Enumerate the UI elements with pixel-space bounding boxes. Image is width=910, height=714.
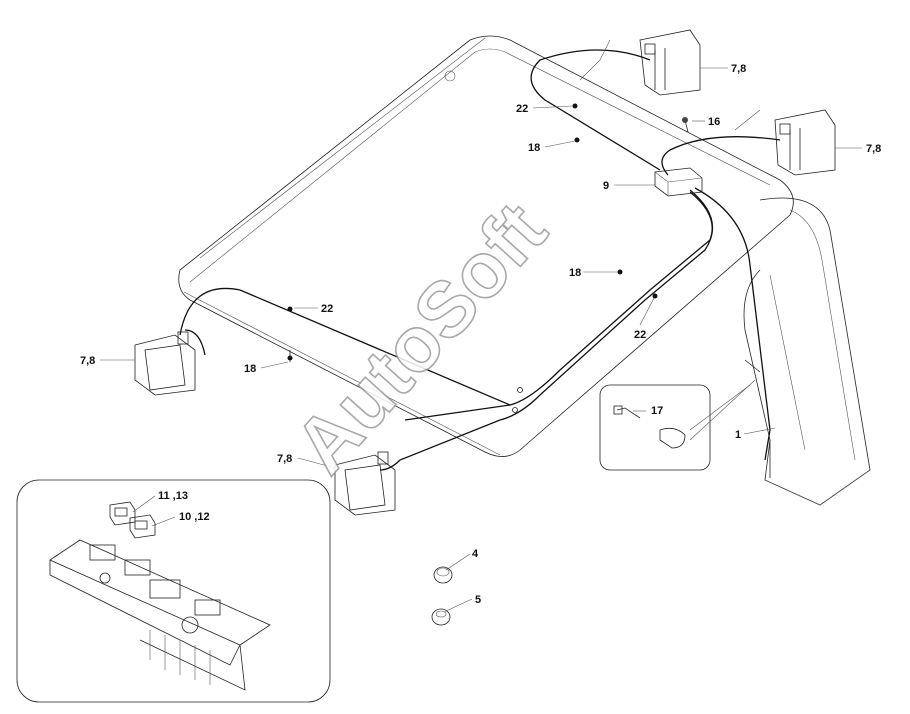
callout-nut-top: 22 — [516, 103, 528, 115]
callout-lamp-left: 7,8 — [80, 355, 95, 367]
callout-clamp-bolt: 17 — [651, 405, 663, 417]
fasteners — [287, 103, 761, 413]
rocker-switch-bottom[interactable] — [129, 514, 156, 539]
callout-nut-left: 22 — [321, 303, 333, 315]
callout-screw-top: 16 — [708, 116, 720, 128]
callout-labels: 7,8 7,8 7,8 7,8 22 18 16 9 18 22 22 18 1… — [80, 63, 881, 606]
leader-lines — [100, 67, 862, 613]
work-lamp-top-right-a[interactable] — [639, 29, 701, 96]
callout-lamp-top-right-b: 7,8 — [866, 143, 881, 155]
callout-lamp-bottom: 7,8 — [277, 453, 292, 465]
cab-roof — [178, 35, 794, 457]
callout-bolt-left: 18 — [244, 363, 256, 375]
plug-4[interactable] — [433, 566, 453, 584]
control-panel-inset — [16, 479, 331, 703]
callout-nut-mid: 22 — [634, 329, 646, 341]
callout-plug-a: 4 — [472, 548, 479, 560]
callout-plug-b: 5 — [475, 594, 481, 606]
clamp-detail-inset — [599, 379, 756, 471]
work-lamp-bottom[interactable] — [334, 451, 396, 516]
callout-bolt-top: 18 — [528, 142, 540, 154]
callout-switch-bottom: 10 ,12 — [179, 511, 210, 523]
callout-bolt-mid: 18 — [569, 267, 581, 279]
callout-switch-top: 11 ,13 — [158, 490, 188, 502]
callout-harness: 1 — [735, 429, 741, 441]
work-lamp-left[interactable] — [134, 331, 196, 396]
rocker-switch-top[interactable] — [109, 501, 136, 526]
wiring-harness — [179, 39, 781, 471]
work-lamp-top-right-b[interactable] — [774, 109, 836, 176]
watermark: AutoSoft — [277, 186, 563, 490]
junction-box[interactable] — [654, 167, 703, 197]
plug-5[interactable] — [431, 608, 451, 626]
callout-lamp-top-right-a: 7,8 — [731, 63, 746, 75]
cab-pillar — [743, 197, 871, 506]
callout-junction-box: 9 — [603, 180, 609, 192]
